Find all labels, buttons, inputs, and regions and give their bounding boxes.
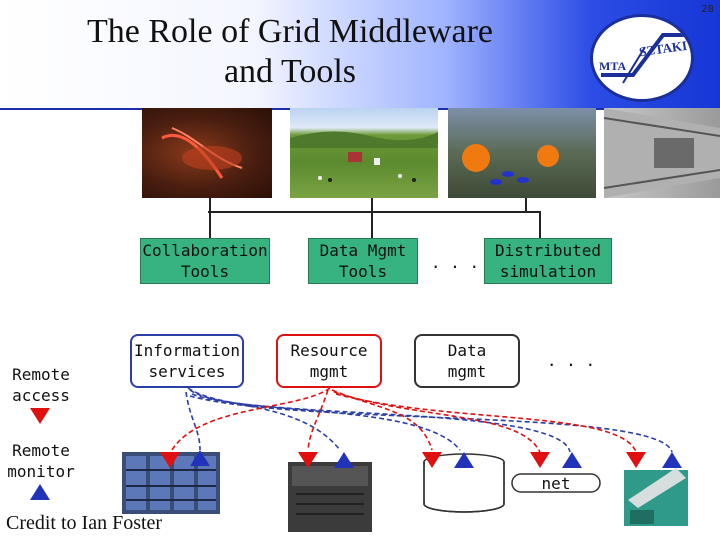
access-link-3: [331, 389, 433, 451]
remote-access-label: Remote access: [0, 364, 82, 406]
net-monitor-marker: [562, 452, 582, 468]
slide-title-line-1: The Role of Grid Middleware: [87, 13, 493, 50]
data-mgmt-tools-line-2: Tools: [338, 262, 388, 281]
instrument-monitor-marker: [662, 452, 682, 468]
resource-mgmt-line-2: mgmt: [309, 362, 349, 381]
resource-mgmt-box: Resource mgmt: [276, 334, 382, 388]
collaboration-image-art: [161, 127, 243, 179]
access-link-5: [335, 393, 637, 453]
connector-farm-collab: [208, 198, 373, 213]
resource-mgmt-line-1: Resource: [290, 341, 368, 360]
tools-ellipsis: . . .: [430, 253, 480, 272]
remote-monitor-marker: [30, 484, 50, 500]
slide-title: The Role of Grid Middleware and Tools: [20, 12, 560, 92]
mta-sztaki-logo: MTA SZTAKI: [590, 14, 694, 102]
data-mgmt-line-1: Data: [447, 341, 487, 360]
storage-access-marker: [422, 452, 442, 468]
farmland-landscape-image: [290, 108, 438, 198]
remote-access-marker: [30, 408, 50, 424]
information-services-box: Information services: [130, 334, 244, 388]
distributed-simulation-line-1: Distributed: [495, 241, 601, 260]
access-link-2: [307, 389, 329, 451]
distributed-simulation-box: Distributed simulation: [484, 238, 612, 284]
monitor-link-4: [191, 393, 571, 453]
cluster-monitor-marker: [190, 450, 210, 466]
monitor-link-5: [189, 395, 673, 453]
collaboration-tools-line-1: Collaboration: [142, 241, 268, 260]
remote-monitor-line-2: monitor: [7, 462, 75, 481]
instrument-resource: [624, 468, 688, 526]
data-mgmt-line-2: mgmt: [447, 362, 487, 381]
logo-swoosh: [601, 33, 689, 84]
net-resource-shape: [511, 473, 601, 493]
net-access-marker: [530, 452, 550, 468]
services-ellipsis: . . .: [546, 351, 596, 370]
connector-farm-distributed: [372, 211, 541, 238]
monitor-link-1: [187, 387, 341, 451]
distributed-simulation-image: [448, 108, 596, 198]
wind-tunnel-image-art: [604, 108, 720, 198]
access-link-4: [333, 391, 541, 453]
distributed-simulation-line-2: simulation: [499, 262, 597, 281]
slide-number: 28: [701, 4, 714, 15]
instrument-access-marker: [626, 452, 646, 468]
server-access-marker: [298, 452, 318, 468]
slide-title-line-2: and Tools: [223, 53, 357, 90]
simulation-image-art: [462, 144, 559, 185]
server-resource: [288, 462, 372, 532]
information-services-line-1: Information: [134, 341, 240, 360]
farmland-image-art: [290, 131, 438, 182]
credit-line: Credit to Ian Foster: [6, 512, 163, 534]
server-monitor-marker: [334, 452, 354, 468]
access-link-1: [171, 387, 331, 451]
monitor-link-3: [185, 391, 201, 451]
remote-access-line-2: access: [12, 386, 70, 405]
data-mgmt-tools-line-1: Data Mgmt: [319, 241, 407, 260]
data-mgmt-box: Data mgmt: [414, 334, 520, 388]
storage-monitor-marker: [454, 452, 474, 468]
information-services-line-2: services: [148, 362, 226, 381]
logo-text-mta: MTA: [599, 59, 627, 73]
remote-monitor-label: Remote monitor: [0, 440, 82, 482]
data-mgmt-tools-box: Data Mgmt Tools: [308, 238, 418, 284]
collaboration-visualization-image: [142, 108, 272, 198]
cluster-access-marker: [160, 452, 180, 468]
remote-access-line-1: Remote: [12, 365, 70, 384]
wind-tunnel-image: [604, 108, 720, 198]
collaboration-tools-line-2: Tools: [180, 262, 230, 281]
remote-monitor-line-1: Remote: [12, 441, 70, 460]
collaboration-tools-box: Collaboration Tools: [140, 238, 270, 284]
net-label: net: [541, 474, 571, 493]
